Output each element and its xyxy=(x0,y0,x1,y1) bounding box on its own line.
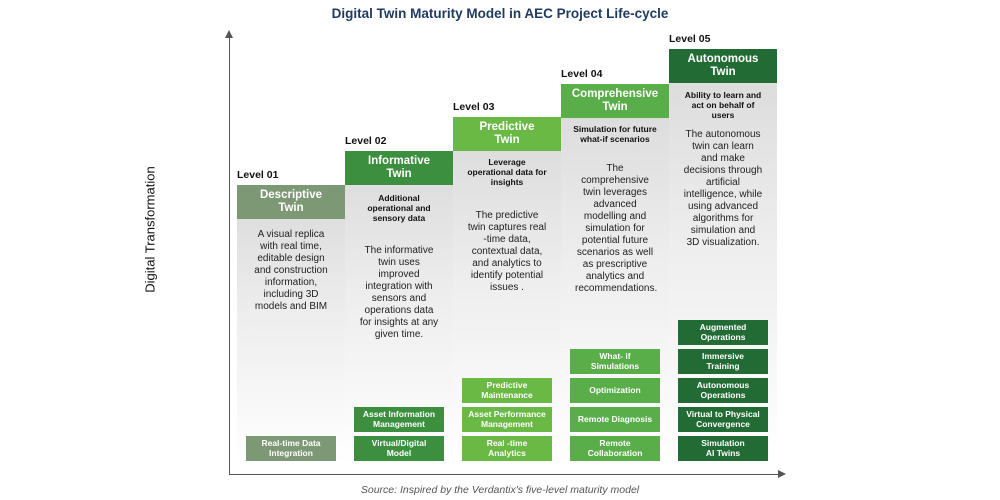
level-name-line2: Twin xyxy=(710,66,736,78)
y-axis-label: Digital Transformation xyxy=(142,166,158,293)
y-axis-line xyxy=(229,36,230,474)
x-axis-line xyxy=(229,474,780,475)
level-label-4: Level 04 xyxy=(561,68,603,80)
feature-line2: Training xyxy=(706,360,740,371)
feature-line1: Immersive xyxy=(701,351,745,361)
feature-line1: Autonomous xyxy=(696,380,750,390)
feature-line1: Virtual to Physical xyxy=(686,409,760,419)
feature-line1: Real-time Data xyxy=(261,438,321,448)
level-name-line2: Twin xyxy=(602,101,628,113)
feature-line2: AI Twins xyxy=(705,447,741,458)
source-note: Source: Inspired by the Verdantix's five… xyxy=(360,484,640,496)
x-axis-arrow-icon xyxy=(778,470,786,478)
feature-line1: Virtual/Digital xyxy=(371,438,427,448)
level-name-line2: Twin xyxy=(494,134,520,146)
level-description-2: The informative twin uses improved integ… xyxy=(359,245,439,340)
feature-line2: Simulations xyxy=(590,360,640,371)
feature-line1: Simulation xyxy=(701,438,745,448)
level-description-3: The predictive twin captures real -time … xyxy=(467,210,547,293)
level-name-line1: Autonomous xyxy=(687,53,759,65)
feature-line2: Analytics xyxy=(488,447,526,458)
level-description-1: A visual replica with real time, editabl… xyxy=(254,229,328,312)
level-subtitle-4: Simulation for future what-if scenarios xyxy=(573,124,657,144)
feature-line2: Convergence xyxy=(696,418,750,429)
feature-line1: Optimization xyxy=(589,384,641,395)
feature-line2: Collaboration xyxy=(587,447,643,458)
feature-line1: What- if xyxy=(599,351,631,361)
feature-line2: Model xyxy=(386,447,412,458)
feature-line2: Operations xyxy=(700,389,746,400)
level-column-1 xyxy=(237,185,345,464)
y-axis-arrow-icon xyxy=(225,30,233,38)
feature-line1: Predictive xyxy=(486,380,528,390)
level-column-3 xyxy=(453,117,561,464)
level-subtitle-2: Additional operational and sensory data xyxy=(367,193,431,223)
level-name-line1: Informative xyxy=(368,155,430,167)
feature-line2: Management xyxy=(481,418,533,429)
feature-line2: Integration xyxy=(269,447,313,458)
level-subtitle-5: Ability to learn and act on behalf of us… xyxy=(684,90,762,120)
level-name-line1: Predictive xyxy=(479,121,535,133)
level-name-line2: Twin xyxy=(386,168,412,180)
feature-line1: Remote xyxy=(599,438,631,448)
feature-line1: Real -time xyxy=(486,438,528,448)
feature-box: Remote Diagnosis xyxy=(570,407,660,432)
level-name-line1: Descriptive xyxy=(259,189,322,201)
feature-line1: Asset Information xyxy=(362,409,436,419)
level-name-line1: Comprehensive xyxy=(571,88,659,100)
level-subtitle-3: Leverage operational data for insights xyxy=(467,157,547,187)
feature-line2: Operations xyxy=(700,331,746,342)
level-label-5: Level 05 xyxy=(669,33,711,45)
feature-line2: Maintenance xyxy=(481,389,533,400)
feature-line2: Management xyxy=(373,418,425,429)
diagram-title: Digital Twin Maturity Model in AEC Proje… xyxy=(331,6,669,21)
feature-line1: Augmented xyxy=(699,322,747,332)
level-label-2: Level 02 xyxy=(345,135,387,147)
level-description-5: The autonomous twin can learn and make d… xyxy=(683,129,763,248)
level-name-line2: Twin xyxy=(278,202,304,214)
level-description-4: The comprehensive twin leverages advance… xyxy=(575,163,658,294)
level-label-1: Level 01 xyxy=(237,169,279,181)
feature-line1: Remote Diagnosis xyxy=(577,413,653,424)
level-label-3: Level 03 xyxy=(453,101,495,113)
feature-line1: Asset Performance xyxy=(468,409,546,419)
feature-box: Optimization xyxy=(570,378,660,403)
